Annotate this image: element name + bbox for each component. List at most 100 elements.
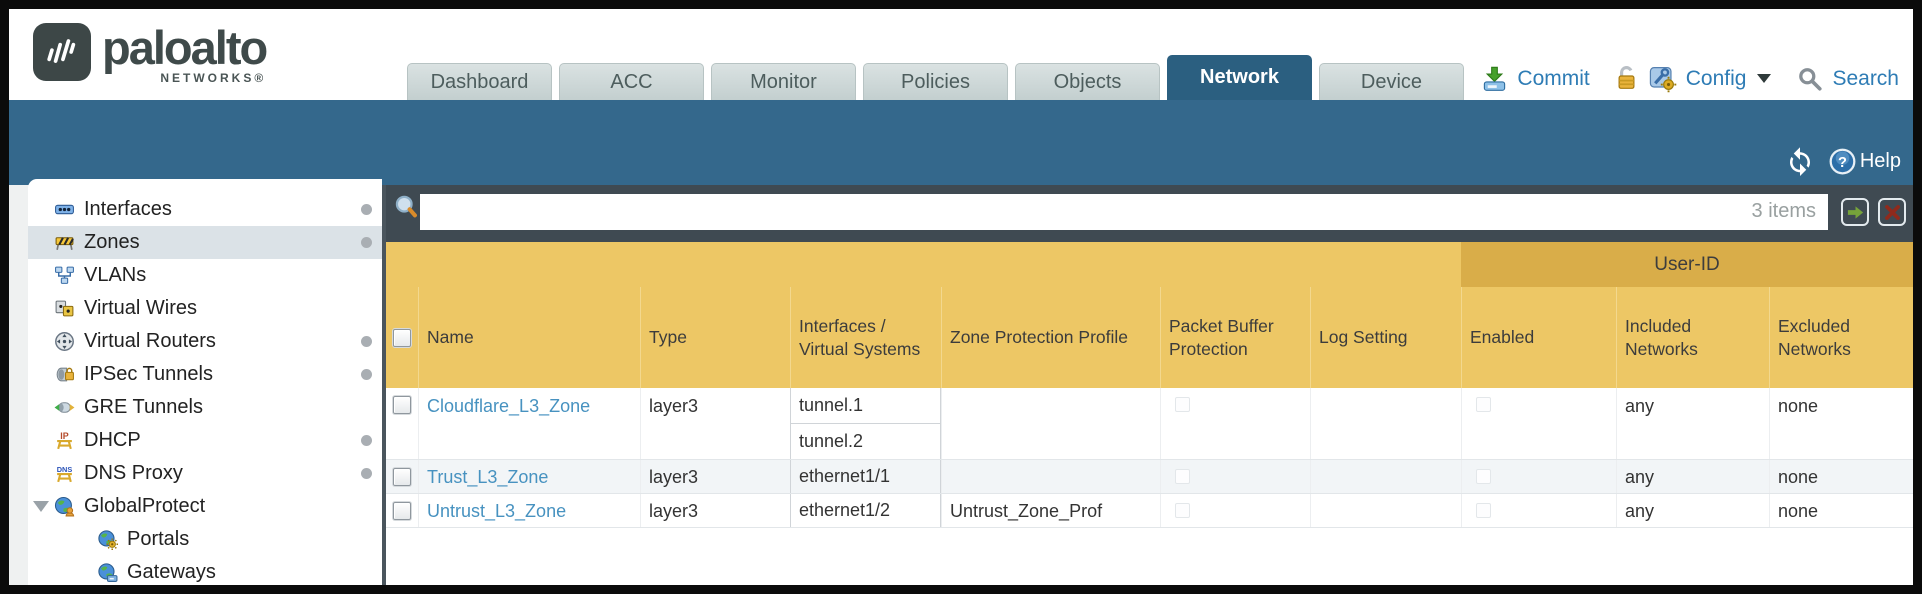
sidebar-item-gre-tunnels[interactable]: GRE Tunnels xyxy=(28,391,382,424)
tab-dashboard[interactable]: Dashboard xyxy=(407,63,552,100)
top-actions: Commit Config Search xyxy=(1481,64,1899,93)
zone-name-link[interactable]: Cloudflare_L3_Zone xyxy=(427,396,591,416)
table-header: User-ID Name Type Interfaces / Virtual S… xyxy=(386,242,1913,388)
tab-acc[interactable]: ACC xyxy=(559,63,704,100)
interfaces-cell: ethernet1/2 xyxy=(790,494,941,527)
sidebar-item-interfaces[interactable]: Interfaces xyxy=(28,193,382,226)
config-dropdown-caret[interactable] xyxy=(1757,74,1772,83)
sidebar-item-ipsec-tunnels[interactable]: IPSec Tunnels xyxy=(28,358,382,391)
search-button[interactable]: Search xyxy=(1832,66,1899,90)
vlans-icon xyxy=(54,265,75,286)
gateways-icon xyxy=(97,562,118,583)
sidebar-item-virtual-routers[interactable]: Virtual Routers xyxy=(28,325,382,358)
filter-search-icon xyxy=(395,195,417,218)
interface-value: tunnel.2 xyxy=(791,424,940,459)
row-checkbox[interactable] xyxy=(393,396,411,414)
paloalto-logo-icon xyxy=(33,23,91,81)
gre-tunnels-icon xyxy=(54,397,75,418)
config-button[interactable]: Config xyxy=(1685,66,1747,90)
config-icon[interactable] xyxy=(1648,64,1677,93)
user-id-enabled-cell xyxy=(1461,460,1616,493)
red-x-icon xyxy=(1884,204,1900,220)
user-id-enabled-checkbox xyxy=(1476,503,1491,518)
column-header-excluded-networks[interactable]: Excluded Networks xyxy=(1769,287,1913,388)
column-header-zone-protection-profile[interactable]: Zone Protection Profile xyxy=(941,287,1160,388)
select-all-checkbox-cell xyxy=(386,287,418,388)
user-id-enabled-checkbox xyxy=(1476,469,1491,484)
column-header-name[interactable]: Name xyxy=(418,287,640,388)
sidebar-item-globalprotect[interactable]: GlobalProtect xyxy=(28,490,382,523)
filter-bar: 3 items xyxy=(386,185,1913,242)
packet-buffer-checkbox xyxy=(1175,397,1190,412)
sidebar-item-zones[interactable]: Zones xyxy=(28,226,382,259)
packet-buffer-checkbox xyxy=(1175,469,1190,484)
zone-name-link[interactable]: Untrust_L3_Zone xyxy=(427,501,567,521)
excluded-networks-cell: none xyxy=(1769,388,1913,459)
clear-filter-button[interactable] xyxy=(1878,198,1906,226)
sidebar-item-virtual-wires[interactable]: Virtual Wires xyxy=(28,292,382,325)
interface-value: ethernet1/1 xyxy=(791,460,940,493)
column-header-enabled[interactable]: Enabled xyxy=(1461,287,1616,388)
tab-monitor[interactable]: Monitor xyxy=(711,63,856,100)
sidebar-item-label: IPSec Tunnels xyxy=(84,363,213,385)
row-checkbox[interactable] xyxy=(393,468,411,486)
teal-band: ? Help xyxy=(9,100,1913,185)
column-header-type[interactable]: Type xyxy=(640,287,790,388)
user-id-enabled-checkbox xyxy=(1476,397,1491,412)
zone-name-cell: Trust_L3_Zone xyxy=(418,460,640,493)
portals-icon xyxy=(97,529,118,550)
interfaces-cell: ethernet1/1 xyxy=(790,460,941,493)
status-dot xyxy=(361,435,372,446)
help-label[interactable]: Help xyxy=(1859,149,1901,172)
sidebar-item-gateways[interactable]: Gateways xyxy=(28,556,382,585)
zone-name-link[interactable]: Trust_L3_Zone xyxy=(427,467,549,487)
included-networks-cell: any xyxy=(1616,460,1769,493)
sidebar-item-label: Zones xyxy=(84,231,140,253)
dns-proxy-icon: DNS xyxy=(54,463,75,484)
apply-filter-button[interactable] xyxy=(1841,198,1869,226)
tab-device[interactable]: Device xyxy=(1319,63,1464,100)
row-checkbox-cell xyxy=(386,388,418,459)
log-setting-cell xyxy=(1310,494,1461,527)
filter-input[interactable] xyxy=(420,194,1828,230)
svg-text:?: ? xyxy=(1838,155,1847,171)
expand-triangle-icon[interactable] xyxy=(33,501,49,512)
sidebar-item-portals[interactable]: Portals xyxy=(28,523,382,556)
select-all-checkbox[interactable] xyxy=(393,328,411,347)
column-header-included-networks[interactable]: Included Networks xyxy=(1616,287,1769,388)
sidebar-splitter[interactable] xyxy=(382,185,386,585)
refresh-icon[interactable] xyxy=(1785,146,1815,176)
interface-value: tunnel.1 xyxy=(791,388,940,424)
lock-icon[interactable] xyxy=(1614,65,1639,92)
column-header-packet-buffer-protection[interactable]: Packet Buffer Protection xyxy=(1160,287,1310,388)
sidebar-item-label: DHCP xyxy=(84,429,141,451)
tab-policies[interactable]: Policies xyxy=(863,63,1008,100)
column-header-interfaces[interactable]: Interfaces / Virtual Systems xyxy=(790,287,941,388)
zone-protection-profile-cell xyxy=(941,388,1160,459)
sidebar-item-label: Interfaces xyxy=(84,198,172,220)
column-header-log-setting[interactable]: Log Setting xyxy=(1310,287,1461,388)
row-checkbox[interactable] xyxy=(393,502,411,520)
sidebar-item-label: GlobalProtect xyxy=(84,495,206,517)
commit-button[interactable]: Commit xyxy=(1517,66,1590,90)
excluded-networks-cell: none xyxy=(1769,460,1913,493)
tab-objects[interactable]: Objects xyxy=(1015,63,1160,100)
help-icon[interactable]: ? xyxy=(1829,148,1856,175)
sidebar-item-label: Portals xyxy=(127,528,190,550)
tab-network[interactable]: Network xyxy=(1167,55,1312,100)
brand-name: paloalto xyxy=(102,21,268,74)
sidebar-item-vlans[interactable]: VLANs xyxy=(28,259,382,292)
paloalto-logo: paloalto NETWORKS® xyxy=(33,21,268,85)
user-id-enabled-cell xyxy=(1461,388,1616,459)
search-icon[interactable] xyxy=(1797,66,1823,92)
commit-icon[interactable] xyxy=(1481,65,1508,92)
sidebar-item-label: Virtual Routers xyxy=(84,330,216,352)
